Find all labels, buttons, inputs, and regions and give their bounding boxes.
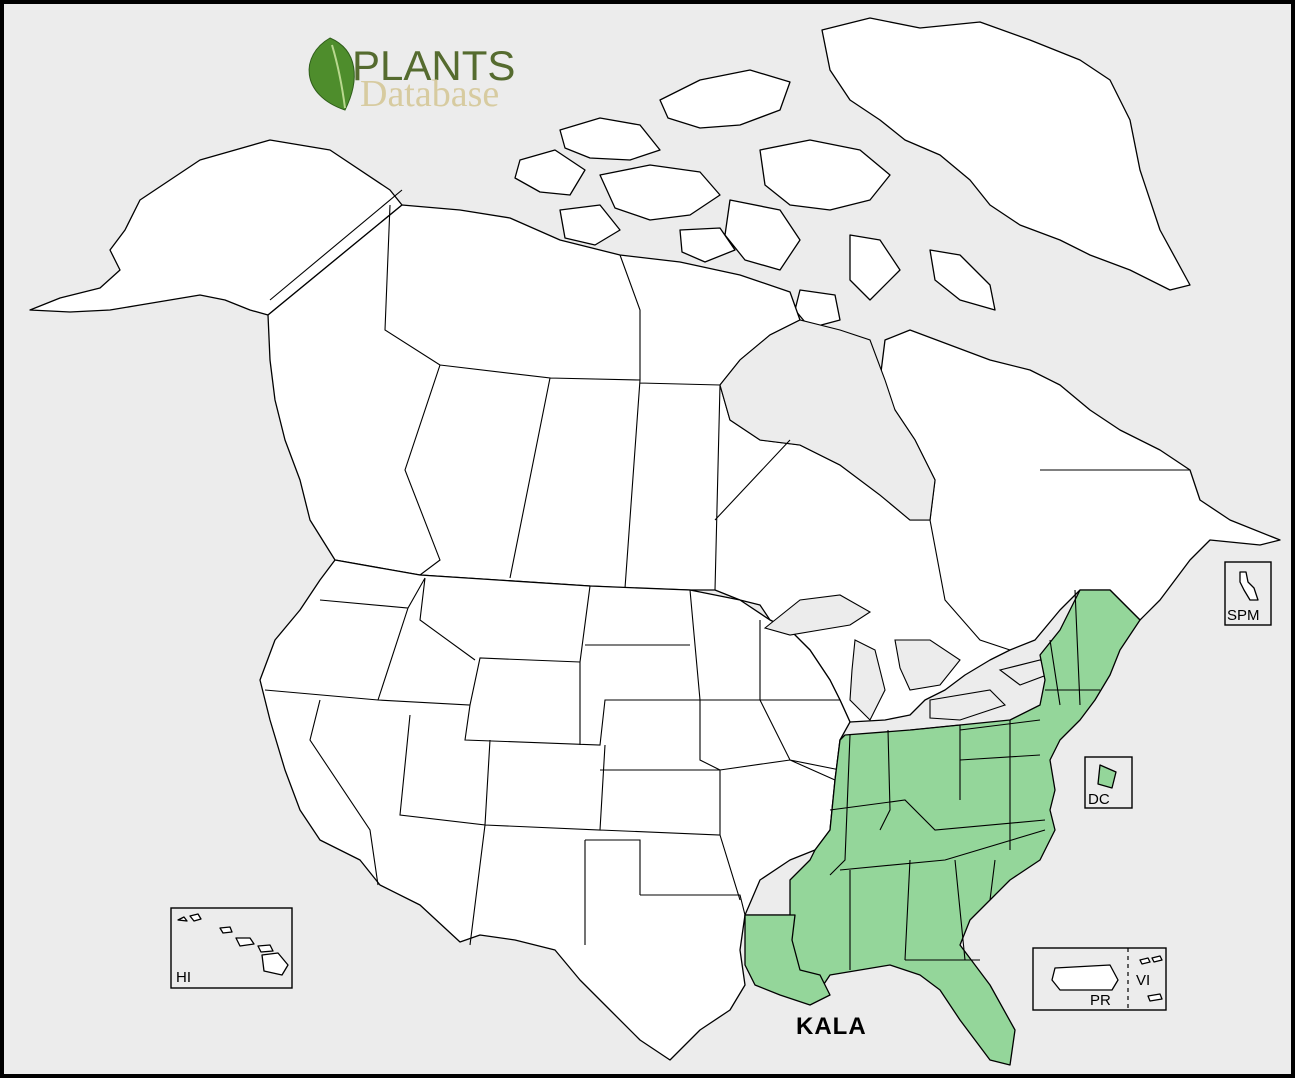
puerto-rico-label: PR [1090,992,1111,1009]
native-range-louisiana [744,914,831,1006]
canada-borders [269,189,1190,651]
hudson-bay [719,319,936,521]
dc-label: DC [1088,791,1110,808]
hawaii-label: HI [176,969,191,986]
arctic-islands [514,69,996,329]
usa-east-borders [829,589,1100,970]
hawaii-inset: HI [170,907,293,989]
logo-plants-text: PLANTS [352,42,515,89]
dc-inset: DC [1084,756,1133,809]
usa-west-borders [264,577,841,946]
species-symbol: KALA [796,1013,867,1040]
spm-inset: SPM [1224,561,1272,626]
virgin-islands-label: VI [1136,972,1150,989]
alaska [29,139,403,316]
plants-database-logo: PLANTS Database [308,37,515,115]
pr-vi-inset: PR VI [1032,947,1167,1011]
spm-label: SPM [1227,607,1260,624]
great-lakes [763,594,1062,721]
greenland [821,17,1191,291]
logo-database-text: Database [360,73,499,115]
usa-west [259,559,851,1061]
